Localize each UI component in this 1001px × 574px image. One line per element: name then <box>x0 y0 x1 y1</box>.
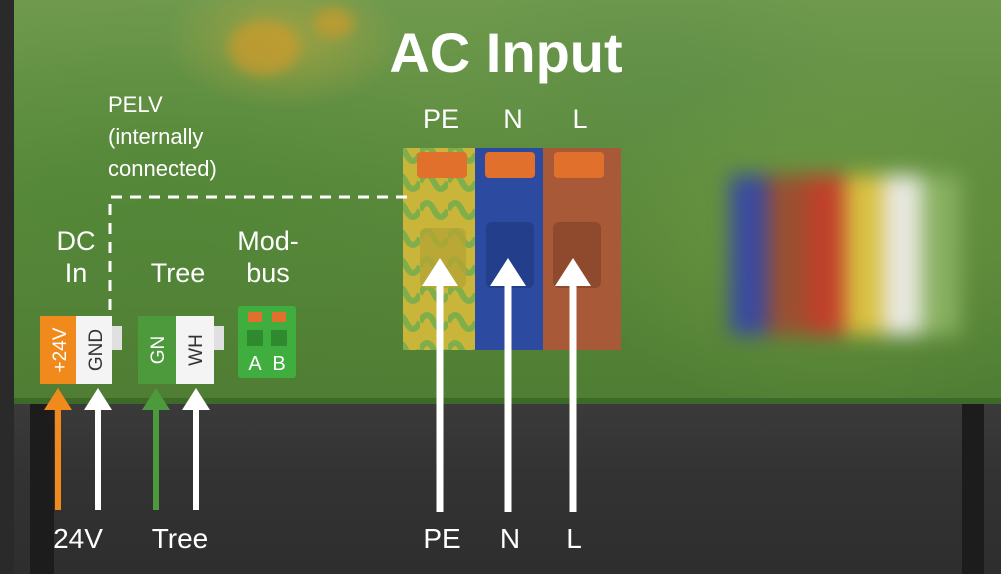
arrow-24v <box>44 388 72 510</box>
arrow-l <box>555 258 591 512</box>
modbus-pin-a-label: A <box>248 353 262 375</box>
plus24v-pin <box>40 316 76 384</box>
n-wire-entry <box>486 222 534 288</box>
ac-label-pe: PE <box>423 104 459 134</box>
ac-terminal-block <box>403 148 621 350</box>
tree-connector: GN WH <box>138 316 224 384</box>
modbus-connector: A B <box>238 306 296 378</box>
wh-pin-label: WH <box>186 334 207 366</box>
pe-clip[interactable] <box>417 152 467 178</box>
arrow-gnd <box>84 388 112 510</box>
dc-in-label-line1: DC <box>57 226 96 256</box>
wire-label-24v: 24V <box>53 523 103 554</box>
left-frame <box>0 0 14 574</box>
plus24v-pin-label: +24V <box>50 327 71 372</box>
dc-in-label-line2: In <box>65 258 88 288</box>
gnd-pin <box>76 316 112 384</box>
arrow-tree-wh <box>182 388 210 510</box>
dc-in-connector: +24V GND <box>40 316 122 384</box>
l-clip[interactable] <box>554 152 604 178</box>
wh-pin <box>176 316 214 384</box>
modbus-pin-b-hole <box>271 330 287 346</box>
dc-latch <box>112 326 122 350</box>
tree-latch <box>214 326 224 350</box>
title-ac-input: AC Input <box>389 21 622 84</box>
modbus-label-line1: Mod- <box>237 226 299 256</box>
gn-pin <box>138 316 176 384</box>
arrow-pe <box>422 258 458 512</box>
n-clip[interactable] <box>485 152 535 178</box>
wire-label-l: L <box>566 523 582 554</box>
housing-right-rail <box>962 404 984 574</box>
ac-label-l: L <box>572 104 587 134</box>
modbus-clip-b <box>272 312 286 322</box>
modbus-pin-a-hole <box>247 330 263 346</box>
ac-label-n: N <box>503 104 523 134</box>
housing-left-rail <box>30 404 54 574</box>
capacitor <box>314 8 354 38</box>
gn-pin-label: GN <box>148 336 169 365</box>
pelv-dashed-line <box>108 195 410 310</box>
tree-label: Tree <box>151 258 206 288</box>
modbus-body <box>238 306 296 378</box>
modbus-pin-b-label: B <box>272 353 285 375</box>
pelv-note-line3: connected) <box>108 156 217 181</box>
pelv-note-line1: PELV <box>108 92 163 117</box>
gnd-pin-label: GND <box>86 329 107 371</box>
blurred-connector-stripes <box>730 175 960 335</box>
modbus-clip-a <box>248 312 262 322</box>
capacitor <box>229 20 299 75</box>
wire-label-n: N <box>500 523 520 554</box>
wire-label-pe: PE <box>423 523 460 554</box>
modbus-label-line2: bus <box>246 258 290 288</box>
arrow-n <box>490 258 526 512</box>
pelv-note-line2: (internally <box>108 124 203 149</box>
arrow-tree-gn <box>142 388 170 510</box>
wire-arrows <box>44 258 591 512</box>
wire-label-tree: Tree <box>152 523 209 554</box>
